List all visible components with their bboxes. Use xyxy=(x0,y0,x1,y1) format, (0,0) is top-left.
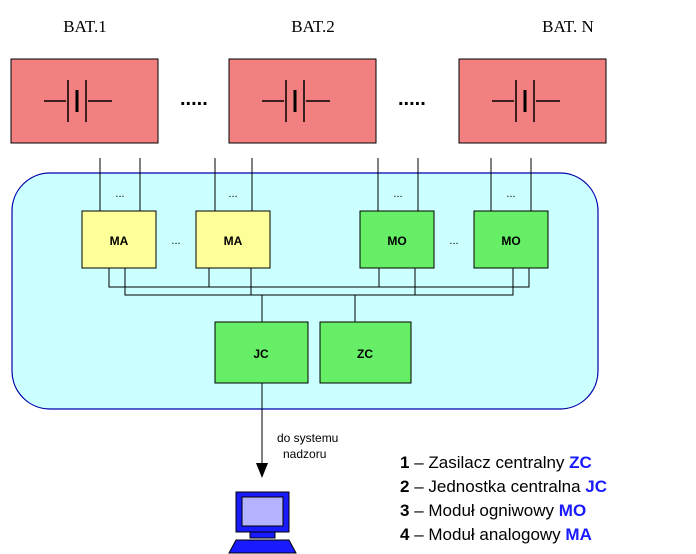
legend-item-1: 1 – Zasilacz centralny ZC xyxy=(400,453,592,472)
wire-ellipsis-2: ... xyxy=(228,188,237,200)
wire-ellipsis-3: ... xyxy=(393,188,402,200)
module-label: MO xyxy=(501,234,520,248)
legend-item-2: 2 – Jednostka centralna JC xyxy=(400,477,607,496)
module-label: MO xyxy=(387,234,406,248)
arrow-down-icon xyxy=(256,463,268,478)
module-zc: ZC xyxy=(319,321,412,384)
battery-1 xyxy=(10,58,159,144)
battery-symbol-icon xyxy=(492,80,560,122)
arrow-label-line2: nadzoru xyxy=(283,447,326,461)
battery-wires xyxy=(99,158,532,211)
module-ma-1: MA xyxy=(81,210,157,269)
module-label: JC xyxy=(253,347,269,361)
module-ma-2: MA xyxy=(195,210,271,269)
battery-ellipsis-2: ..... xyxy=(398,88,426,110)
module-mo-1: MO xyxy=(359,210,435,269)
battery-label-n: BAT. N xyxy=(542,17,594,36)
arrow-label-line1: do systemu xyxy=(277,431,338,445)
battery-label-2: BAT.2 xyxy=(291,17,335,36)
wire-ellipsis-1: ... xyxy=(115,188,124,200)
arrow-to-supervision xyxy=(256,383,268,478)
module-mo-2: MO xyxy=(473,210,549,269)
battery-symbol-icon xyxy=(44,80,112,122)
module-label: MA xyxy=(110,234,129,248)
battery-label-1: BAT.1 xyxy=(63,17,107,36)
monitoring-panel xyxy=(11,172,599,410)
module-ellipsis-2: ... xyxy=(449,235,458,247)
module-jc: JC xyxy=(214,321,309,384)
wire-ellipsis-4: ... xyxy=(506,188,515,200)
computer-icon xyxy=(228,491,297,554)
module-label: ZC xyxy=(357,347,373,361)
bus-wires xyxy=(108,268,530,322)
legend: 1 – Zasilacz centralny ZC 2 – Jednostka … xyxy=(400,453,607,544)
battery-2 xyxy=(228,58,377,144)
battery-n xyxy=(458,58,607,144)
legend-item-4: 4 – Moduł analogowy MA xyxy=(400,525,592,544)
battery-symbol-icon xyxy=(262,80,330,122)
legend-item-3: 3 – Moduł ogniwowy MO xyxy=(400,501,586,520)
module-label: MA xyxy=(224,234,243,248)
battery-ellipsis-1: ..... xyxy=(180,88,208,110)
module-ellipsis-1: ... xyxy=(171,235,180,247)
